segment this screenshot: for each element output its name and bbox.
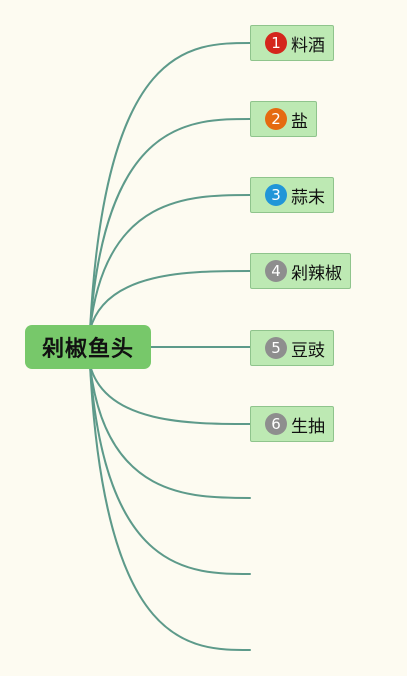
branch-node-2[interactable]: 2 盐 (250, 101, 317, 137)
connector-6 (89, 364, 251, 425)
branch-node-3[interactable]: 3 蒜末 (250, 177, 334, 213)
connector-empty-1 (89, 364, 251, 499)
branch-label: 剁辣椒 (291, 263, 342, 284)
branch-label: 料酒 (291, 35, 325, 56)
connector-empty-2 (89, 364, 251, 575)
priority-badge-icon: 1 (265, 32, 287, 54)
connector-empty-3 (89, 364, 251, 651)
branch-label: 蒜末 (291, 187, 325, 208)
branch-label: 豆豉 (291, 340, 325, 361)
branch-node-6[interactable]: 6 生抽 (250, 406, 334, 442)
branch-node-1[interactable]: 1 料酒 (250, 25, 334, 61)
priority-badge-icon: 4 (265, 260, 287, 282)
branch-node-4[interactable]: 4 剁辣椒 (250, 253, 351, 289)
priority-badge-icon: 3 (265, 184, 287, 206)
branch-label: 盐 (291, 111, 308, 132)
branch-node-5[interactable]: 5 豆豉 (250, 330, 334, 366)
connector-3 (89, 194, 251, 331)
priority-badge-icon: 5 (265, 337, 287, 359)
branch-label: 生抽 (291, 416, 325, 437)
connector-4 (89, 270, 251, 331)
connector-2 (89, 118, 251, 331)
connector-1 (89, 42, 251, 331)
priority-badge-icon: 6 (265, 413, 287, 435)
root-topic[interactable]: 剁椒鱼头 (25, 325, 151, 369)
priority-badge-icon: 2 (265, 108, 287, 130)
root-topic-label: 剁椒鱼头 (41, 337, 134, 362)
